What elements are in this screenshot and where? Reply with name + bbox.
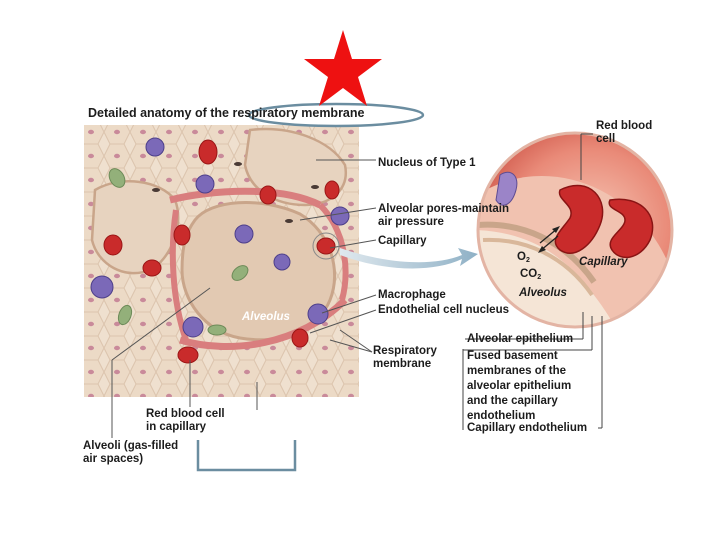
label-fused-basement: Fused basement membranes of the alveolar… bbox=[467, 350, 572, 422]
label-co2: CO2 bbox=[520, 268, 542, 281]
label-capillary: Capillary bbox=[378, 235, 427, 247]
label-o2: O2 bbox=[517, 251, 530, 264]
label-capillary-inset: Capillary bbox=[579, 256, 628, 268]
lung-tissue-illustration bbox=[84, 125, 359, 397]
label-respiratory-membrane: Respiratory membrane bbox=[373, 345, 437, 370]
label-nucleus-type1: Nucleus of Type 1 bbox=[378, 157, 476, 169]
bracket-box bbox=[196, 440, 297, 472]
star-icon bbox=[304, 30, 382, 106]
zoom-circle bbox=[312, 232, 340, 260]
label-endothelial-nucleus: Endothelial cell nucleus bbox=[378, 304, 510, 316]
inset-border bbox=[476, 131, 674, 329]
label-rbc-in-capillary: Red blood cell in capillary bbox=[146, 408, 225, 433]
highlight-ellipse bbox=[247, 102, 425, 128]
leader-lines bbox=[111, 159, 377, 438]
label-alveolus-main: Alveolus bbox=[242, 311, 290, 323]
label-alveolus-inset: Alveolus bbox=[519, 287, 567, 299]
label-macrophage: Macrophage bbox=[378, 289, 446, 301]
label-alveolar-epithelium: Alveolar epithelium bbox=[467, 333, 574, 345]
label-alveoli: Alveoli (gas-filled air spaces) bbox=[83, 440, 179, 465]
zoom-arrow bbox=[340, 248, 478, 269]
label-capillary-endothelium: Capillary endothelium bbox=[467, 422, 588, 434]
inset-leader-lines bbox=[462, 133, 603, 430]
diagram-title: Detailed anatomy of the respiratory memb… bbox=[88, 106, 365, 120]
label-alveolar-pores: Alveolar pores-maintain air pressure bbox=[378, 203, 510, 228]
label-red-blood-cell: Red blood cell bbox=[596, 120, 653, 145]
